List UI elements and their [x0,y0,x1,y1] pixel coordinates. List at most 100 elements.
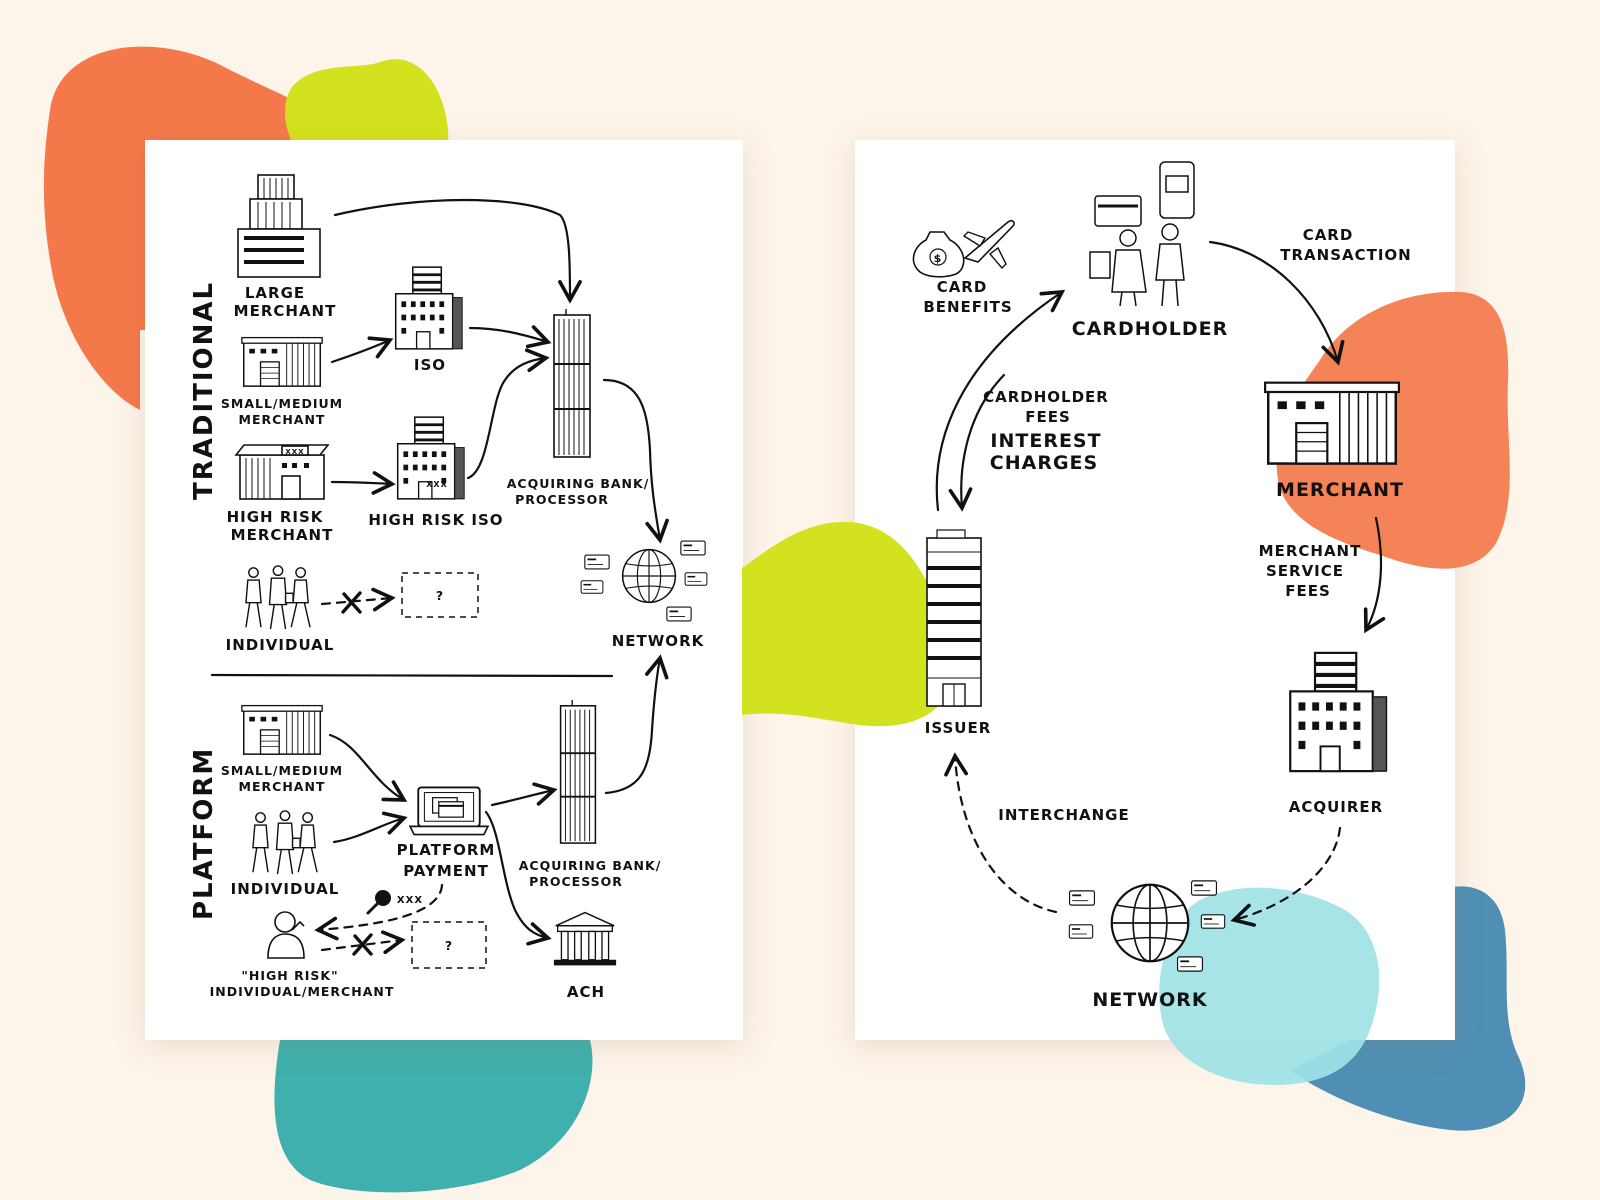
blocked-x-icon-platform [352,933,373,956]
arrow-platform-to-high-risk [314,883,444,941]
platform-payment-label-2: PAYMENT [403,862,489,880]
arrow-platform-merchant-to-payment [328,733,408,802]
cardholder-label: CARDHOLDER [1072,318,1229,340]
iso-label: ISO [414,356,446,374]
right-network-globe-icon [1110,883,1190,963]
arrow-high-risk-merchant-to-hr-iso [330,471,396,495]
interest-charges-label-2: CHARGES [990,452,1098,474]
section-divider [210,673,614,678]
card-benefits-label-2: BENEFITS [923,298,1012,316]
section-label-platform: PLATFORM [189,747,219,920]
network-card-icon-4 [684,572,708,586]
merchant-service-fees-label: MERCHANT [1259,542,1362,560]
large-merchant-label: LARGE [245,284,305,302]
card-benefits-label: CARD [937,278,988,296]
platform-payment-laptop-icon [409,786,489,836]
platform-unknown-provider-box [411,921,487,969]
left-diagram: TRADITIONAL PLATFORM LARGE MERCHANT SMAL… [189,174,708,1001]
high-risk-blocked-arrow [320,930,406,955]
platform-acquiring-bank-label: ACQUIRING BANK/ [519,858,662,873]
network-label-left: NETWORK [612,632,705,650]
money-bag-icon [912,231,965,278]
right-network-card-icon-5 [1176,956,1204,972]
arrow-merchant-to-acquirer [1363,516,1386,634]
network-card-icon-3 [680,540,706,556]
blob-lime-center [742,521,952,727]
blob-lightblue-right [1159,887,1380,1085]
acquiring-bank-label: ACQUIRING BANK/ [507,476,650,491]
individual-blocked-arrow [320,587,396,612]
airplane-icon [962,219,1015,270]
small-medium-merchant-building-icon [241,336,323,387]
high-risk-individual-label: "HIGH RISK" [241,968,338,983]
cardholder-people-icon [1089,161,1195,307]
magnifier-text: XXX [397,895,423,906]
high-risk-individual-label-2: INDIVIDUAL/MERCHANT [210,984,395,999]
card-transaction-label: CARD [1303,226,1354,244]
platform-unknown-provider-mark: ? [445,938,453,953]
arrow-payment-to-acquirer [490,782,558,807]
arrow-issuer-to-cardholder [935,289,1066,512]
arrow-cardholder-to-merchant [1208,240,1345,366]
ach-label: ACH [567,983,605,1001]
high-risk-merchant-label-2: MERCHANT [231,526,334,544]
acquiring-bank-label-2: PROCESSOR [515,492,609,507]
magnifier-icon [366,890,391,915]
high-risk-merchant-sign: XXX [285,448,304,456]
issuer-skyscraper-icon [927,530,981,706]
right-network-card-icon-4 [1200,914,1226,929]
section-label-traditional: TRADITIONAL [189,281,219,500]
acquiring-bank-tower-icon [552,307,592,459]
blocked-x-icon [341,591,362,614]
platform-small-medium-merchant-label-2: MERCHANT [239,779,326,794]
individual-label: INDIVIDUAL [226,636,335,654]
merchant-service-fees-label-3: FEES [1285,582,1331,600]
cardholder-fees-label-2: FEES [1025,408,1071,426]
right-diagram: $ CARD BENEFITS CARDHOLDER CARD TRANSACT… [912,161,1411,1011]
blob-teal-bottom [274,1040,593,1193]
high-risk-merchant-building-icon [234,444,330,500]
platform-individual-label: INDIVIDUAL [231,880,340,898]
large-merchant-building-icon [237,174,321,278]
large-merchant-label-2: MERCHANT [234,302,337,320]
high-risk-merchant-label: HIGH RISK [227,508,324,526]
platform-small-medium-merchant-building-icon [241,704,323,755]
right-network-card-icon-3 [1190,880,1218,896]
money-bag-symbol: $ [934,252,943,265]
arrow-network-to-issuer [944,752,1058,914]
arrow-platform-acquirer-to-network [604,654,669,795]
issuer-label: ISSUER [925,719,992,737]
unknown-provider-mark: ? [436,588,444,603]
network-globe-icon [621,548,677,604]
right-network-card-icon-2 [1068,924,1094,939]
high-risk-iso-sign: XXX [426,480,448,489]
acquirer-label: ACQUIRER [1289,798,1383,816]
small-medium-merchant-label-2: MERCHANT [239,412,326,427]
card-transaction-label-2: TRANSACTION [1280,246,1411,264]
arrow-acquirer-to-network [1230,826,1342,927]
interchange-label: INTERCHANGE [998,806,1129,824]
arrow-platform-individual-to-payment [332,811,408,844]
network-card-icon-1 [584,554,610,570]
arrow-large-merchant-to-acquirer [333,198,582,304]
arrow-hr-iso-to-acquirer [466,348,550,480]
arrow-iso-to-acquirer [468,325,552,349]
arrow-payment-to-ach [484,810,552,946]
cardholder-fees-label: CARDHOLDER [983,388,1109,406]
platform-small-medium-merchant-label: SMALL/MEDIUM [221,763,343,778]
arrow-acquirer-to-network [602,378,669,544]
arrow-small-merchant-to-iso [330,336,394,364]
unknown-provider-box [401,572,479,618]
merchant-building-icon [1263,381,1401,465]
merchant-service-fees-label-2: SERVICE [1266,562,1344,580]
right-network-label: NETWORK [1092,989,1208,1011]
platform-payment-label: PLATFORM [397,841,496,859]
small-medium-merchant-label: SMALL/MEDIUM [221,396,343,411]
right-network-card-icon-1 [1068,890,1096,906]
high-risk-iso-label: HIGH RISK ISO [368,511,503,529]
arrow-cardholder-to-issuer [948,373,1006,512]
network-card-icon-2 [580,580,604,594]
platform-acquiring-bank-tower-icon [559,700,597,845]
merchant-label: MERCHANT [1276,479,1404,501]
